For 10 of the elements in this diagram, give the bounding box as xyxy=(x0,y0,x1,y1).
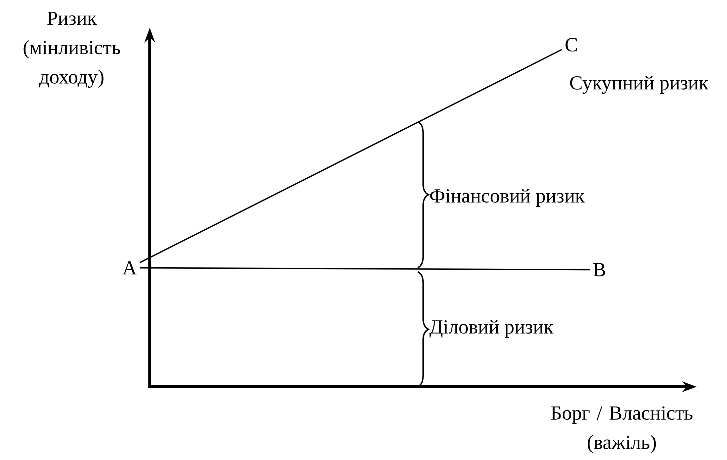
line xyxy=(140,49,562,264)
line xyxy=(140,267,590,271)
region-label: Сукупний ризик xyxy=(570,76,709,94)
region-label: Фінансовий ризик xyxy=(430,189,585,207)
axis-label: Борг / Власність (важіль) xyxy=(551,406,693,454)
axis-label: Ризик (мінливість доходу) xyxy=(24,12,120,88)
region-label: Діловий ризик xyxy=(430,320,554,338)
point-label: B xyxy=(594,263,606,277)
point-label: C xyxy=(566,38,578,52)
point-label: A xyxy=(122,261,137,275)
